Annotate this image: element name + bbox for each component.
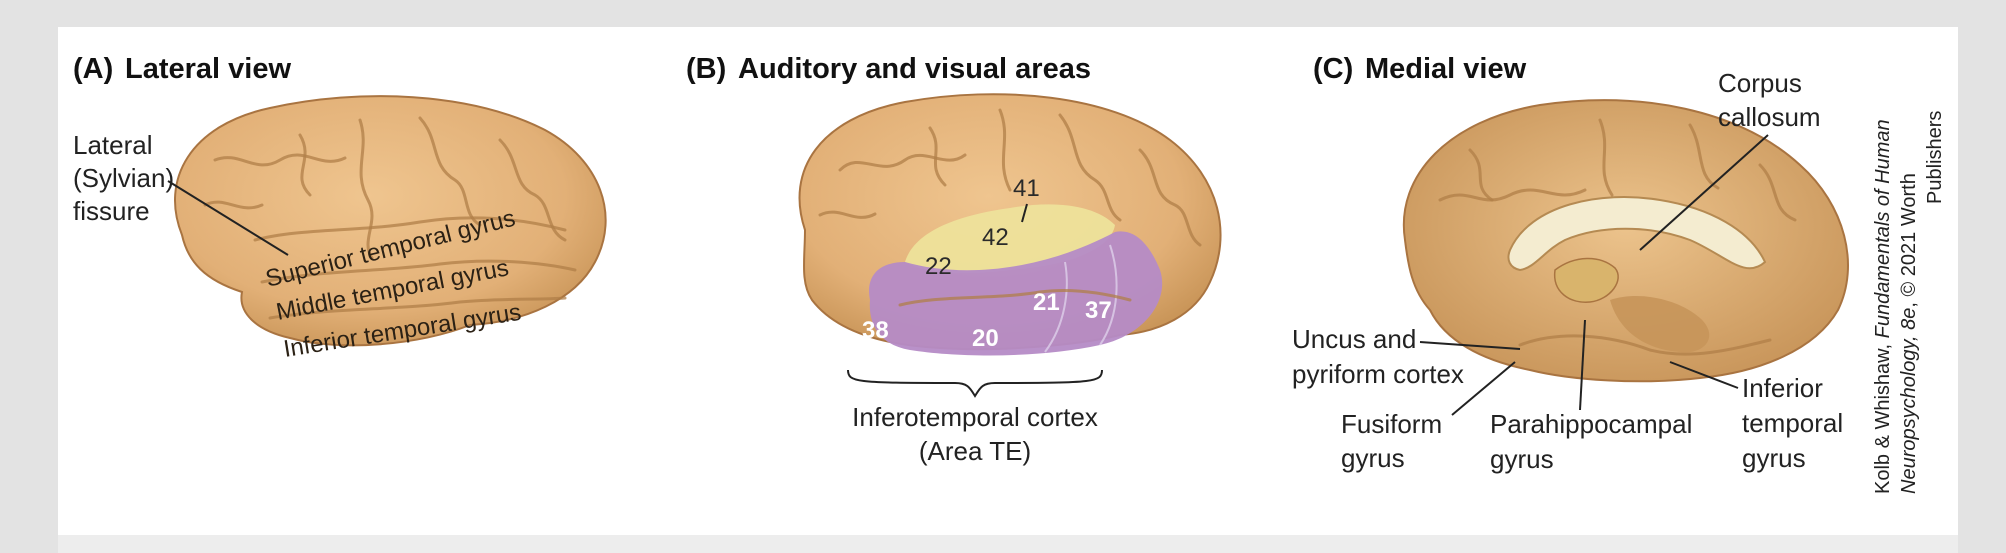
inferior-temporal-label-line-1: Inferior — [1742, 373, 1823, 403]
area-21-label: 21 — [1033, 289, 1060, 316]
credit-title-1: Fundamentals of Human — [1872, 119, 1894, 338]
area-22-label: 22 — [925, 253, 952, 280]
corpus-callosum-leader — [1639, 134, 1769, 251]
fissure-label-line-1: Lateral — [73, 130, 153, 160]
panel-c-letter: (C) — [1313, 53, 1353, 85]
panel-a-title: Lateral view — [125, 53, 291, 85]
parahippocampal-label-line-1: Parahippocampal — [1490, 409, 1692, 439]
caption-band — [58, 535, 1958, 553]
inferotemporal-label-line-1: Inferotemporal cortex — [852, 402, 1098, 432]
area-41-leader — [1021, 203, 1028, 223]
credit-line: Kolb & Whishaw, Fundamentals of Human Ne… — [1872, 111, 1946, 494]
fusiform-label-line-1: Fusiform — [1341, 409, 1442, 439]
uncus-label-line-2: pyriform cortex — [1292, 359, 1464, 389]
uncus-label-line-1: Uncus and — [1292, 324, 1416, 354]
auditory-visual-brain-illustration — [798, 93, 1222, 356]
corpus-callosum-label-line-2: callosum — [1718, 102, 1821, 132]
credit-title-2: Neuropsychology, 8e — [1898, 308, 1920, 494]
panel-a-letter: (A) — [73, 53, 113, 85]
panel-b: (B) Auditory and visual areas 41 42 22 3… — [686, 53, 1222, 466]
area-42-label: 42 — [982, 224, 1009, 251]
lateral-brain-illustration — [174, 95, 607, 347]
fissure-leader-line — [167, 180, 289, 256]
svg-text:Kolb & Whishaw, Fundamentals o: Kolb & Whishaw, Fundamentals of Human — [1872, 119, 1894, 494]
uncus-leader — [1419, 341, 1521, 350]
credit-publisher-1: , © 2021 Worth — [1898, 173, 1920, 307]
panel-a: (A) Lateral view Lateral (Sylvian) fissu… — [73, 53, 607, 363]
fissure-label-line-3: fissure — [73, 196, 150, 226]
area-41-label: 41 — [1013, 175, 1040, 202]
inferior-temporal-leader — [1669, 361, 1739, 389]
inferior-temporal-label-line-3: gyrus — [1742, 443, 1806, 473]
inferotemporal-label-line-2: (Area TE) — [919, 436, 1031, 466]
credit-authors: Kolb & Whishaw, — [1872, 338, 1894, 494]
area-20-label: 20 — [972, 325, 999, 352]
panel-b-title: Auditory and visual areas — [738, 53, 1091, 85]
panel-c-title: Medial view — [1365, 53, 1527, 85]
svg-text:Neuropsychology, 8e, © 2021 Wo: Neuropsychology, 8e, © 2021 Worth — [1898, 173, 1920, 494]
panel-b-letter: (B) — [686, 53, 726, 85]
inferotemporal-brace — [847, 369, 1103, 398]
medial-brain-illustration — [1402, 99, 1849, 383]
parahippocampal-leader — [1579, 319, 1586, 411]
area-38-label: 38 — [862, 317, 889, 344]
fusiform-label-line-2: gyrus — [1341, 443, 1405, 473]
corpus-callosum-shape — [1507, 196, 1767, 272]
fusiform-leader — [1451, 361, 1516, 416]
credit-publisher-2: Publishers — [1924, 111, 1946, 204]
area-37-label: 37 — [1085, 297, 1112, 324]
fissure-label-line-2: (Sylvian) — [73, 163, 174, 193]
panel-c: (C) Medial view Corpus callosum Uncus an… — [1292, 53, 1849, 474]
inferior-temporal-label-line-2: temporal — [1742, 408, 1843, 438]
corpus-callosum-label-line-1: Corpus — [1718, 68, 1802, 98]
parahippocampal-label-line-2: gyrus — [1490, 444, 1554, 474]
